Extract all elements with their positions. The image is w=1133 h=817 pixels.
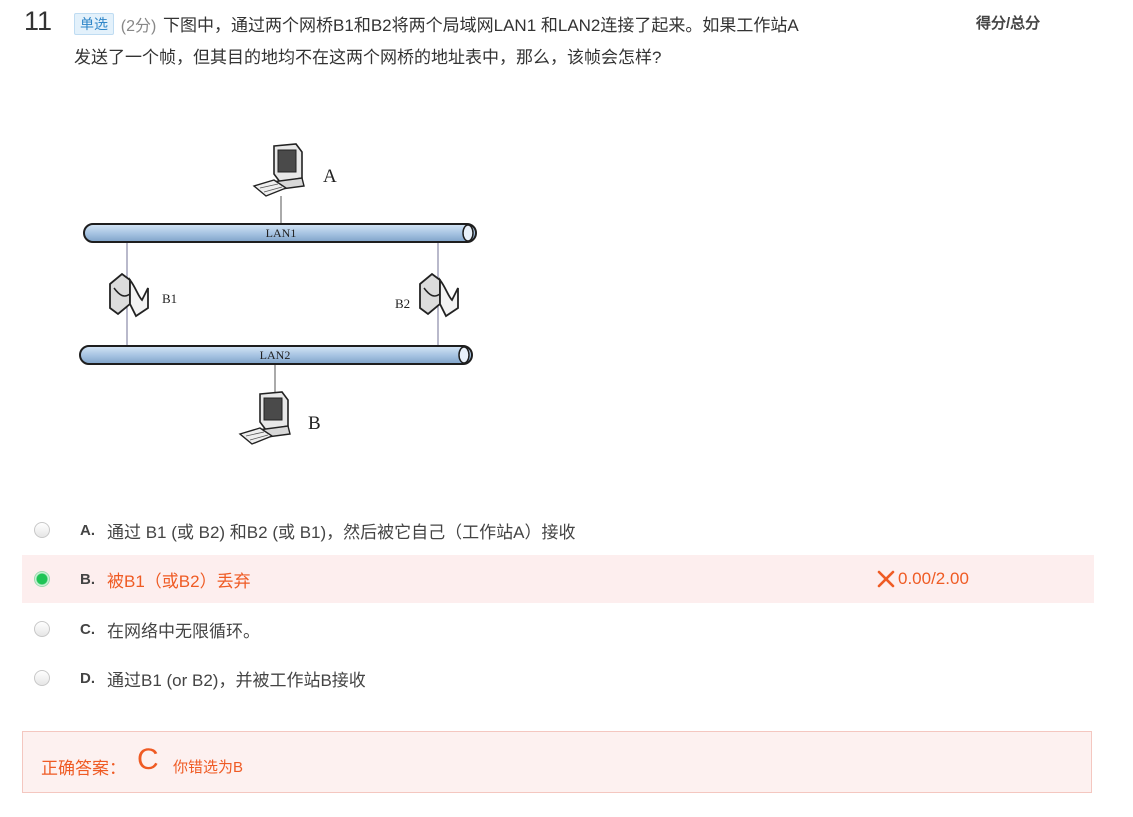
- score-header: 得分/总分: [976, 15, 1041, 32]
- bridge-b2-icon: [419, 272, 459, 318]
- bridge-b1-icon: [109, 272, 149, 318]
- workstation-b-icon: [238, 391, 291, 445]
- bridge-b2-label: B2: [395, 296, 410, 311]
- option-c-text: 在网络中无限循环。: [107, 621, 260, 641]
- correct-answer-panel: 正确答案： C 你错选为B: [22, 731, 1092, 793]
- option-b-letter: B.: [80, 570, 95, 588]
- lan2-label: LAN2: [260, 348, 291, 362]
- question-stem: 单选 (2分) 下图中，通过两个网桥B1和B2将两个局域网LAN1 和LAN2连…: [74, 10, 814, 73]
- option-c-radio[interactable]: [34, 621, 50, 637]
- wrong-choice-note: 你错选为B: [173, 759, 244, 776]
- option-b-score: 0.00/2.00: [876, 569, 969, 589]
- cross-icon: [877, 570, 895, 588]
- option-c-letter: C.: [80, 620, 95, 638]
- option-b-radio[interactable]: [34, 571, 50, 587]
- correct-answer-label: 正确答案：: [41, 759, 126, 778]
- option-c[interactable]: C. 在网络中无限循环。: [22, 605, 1094, 653]
- correct-answer-value: C: [137, 743, 159, 776]
- option-d-text: 通过B1 (or B2)，并被工作站B接收: [107, 670, 366, 690]
- network-diagram: LAN1 LAN2 B1 B2 A B: [79, 143, 477, 445]
- workstation-a-icon: [252, 143, 305, 197]
- lan1-label: LAN1: [266, 226, 297, 240]
- workstation-a-label: A: [323, 166, 337, 187]
- option-b-score-value: 0.00/2.00: [898, 569, 969, 588]
- workstation-b-label: B: [308, 413, 321, 434]
- question-number: 11: [24, 6, 53, 36]
- bridge-b1-label: B1: [162, 291, 177, 306]
- option-d[interactable]: D. 通过B1 (or B2)，并被工作站B接收: [22, 654, 1094, 702]
- lan1-cable: [83, 223, 477, 243]
- option-b[interactable]: B. 被B1（或B2）丢弃 0.00/2.00: [22, 555, 1094, 603]
- question-text: 下图中，通过两个网桥B1和B2将两个局域网LAN1 和LAN2连接了起来。如果工…: [74, 16, 799, 67]
- option-b-text: 被B1（或B2）丢弃: [107, 571, 251, 591]
- option-d-radio[interactable]: [34, 670, 50, 686]
- question-type-badge: 单选: [74, 13, 114, 35]
- lan2-cable: [79, 345, 473, 365]
- option-a-letter: A.: [80, 521, 95, 539]
- option-d-letter: D.: [80, 669, 95, 687]
- option-a-text: 通过 B1 (或 B2) 和B2 (或 B1)，然后被它自己（工作站A）接收: [107, 522, 576, 542]
- question-points: (2分): [120, 18, 157, 35]
- option-a-radio[interactable]: [34, 522, 50, 538]
- option-a[interactable]: A. 通过 B1 (或 B2) 和B2 (或 B1)，然后被它自己（工作站A）接…: [22, 506, 1094, 554]
